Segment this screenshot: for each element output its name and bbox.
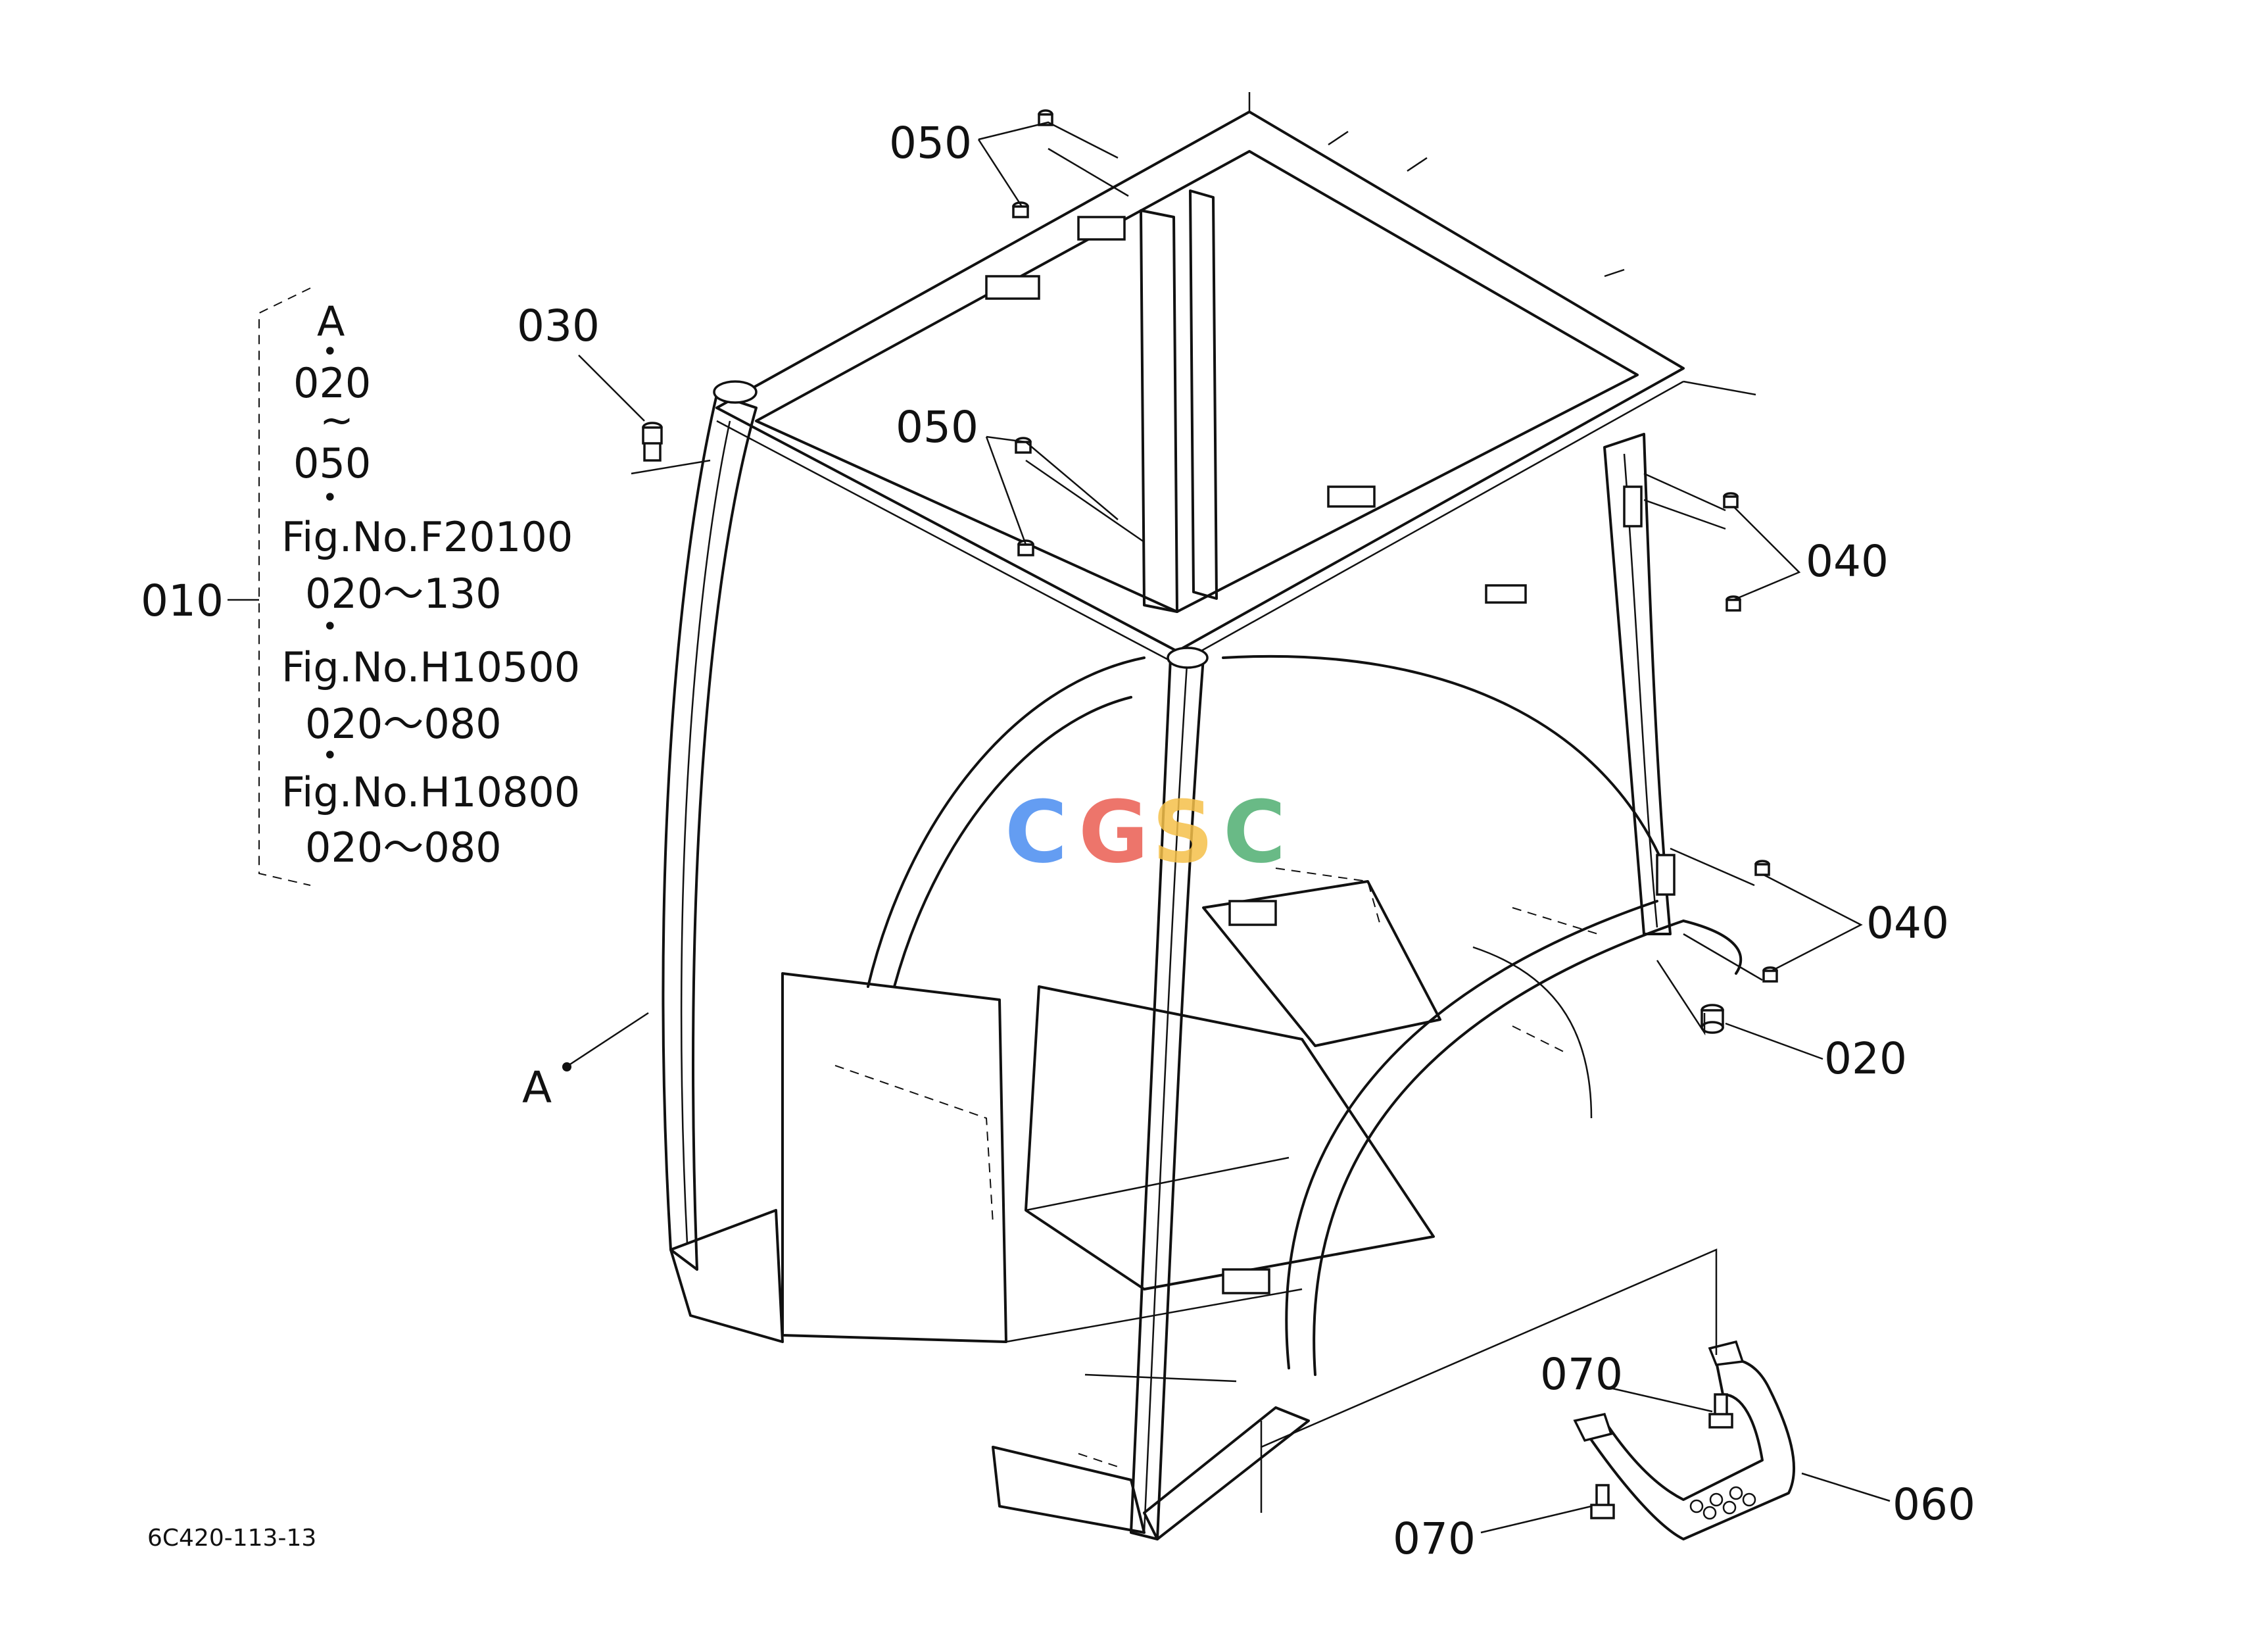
- legend-text-block: 010 A • 020 ~ 050 • Fig.No.F20100 020～13…: [141, 297, 580, 872]
- bushing-040-lower-b: [1762, 966, 1778, 983]
- legend-line-050: 050: [293, 439, 371, 487]
- small-parts: [642, 109, 1778, 1519]
- legend-line-a: A: [317, 297, 345, 345]
- legend-bullet-1: •: [322, 337, 338, 367]
- roof-frame: [715, 92, 1756, 666]
- fender-arches: [867, 654, 1743, 1376]
- bushing-050-top-a: [1038, 109, 1053, 126]
- callout-050-top: 050: [889, 118, 972, 168]
- legend-bracket: [228, 287, 311, 886]
- callout-020: 020: [1824, 1033, 1907, 1084]
- leader-040-upper-c: [1643, 472, 1726, 512]
- bushing-050-top-b: [1012, 201, 1029, 218]
- legend-bullet-4: •: [322, 741, 338, 771]
- watermark: C G S C: [1005, 782, 1286, 882]
- leader-030: [578, 355, 645, 422]
- watermark-letter-3: S: [1152, 782, 1214, 882]
- leader-060: [1801, 1472, 1891, 1502]
- leader-020: [1725, 1022, 1823, 1060]
- callout-030: 030: [517, 301, 600, 351]
- leader-040-upper: [1733, 506, 1801, 601]
- legend-range-f20100: 020～130: [305, 570, 502, 618]
- callout-070-lower: 070: [1393, 1513, 1476, 1564]
- watermark-letter-2: G: [1078, 782, 1149, 882]
- legend-fig-h10500: Fig.No.H10500: [281, 643, 580, 691]
- cabin-frame-drawing: [631, 92, 1796, 1540]
- leader-050-mid-c: [1025, 459, 1145, 543]
- hidden-lines: [834, 868, 1599, 1467]
- leader-050-top: [978, 121, 1119, 159]
- leader-070-lower: [1480, 1505, 1592, 1534]
- callout-point-a: A: [522, 1062, 552, 1113]
- leader-lines: [562, 121, 1891, 1534]
- watermark-letter-1: C: [1005, 782, 1067, 882]
- part-040-bushings: [1623, 485, 1676, 896]
- bushing-040-lower-a: [1754, 860, 1770, 876]
- bushing-040-upper-a: [1723, 492, 1739, 508]
- legend-range-h10500: 020～080: [305, 700, 502, 748]
- leader-050-mid: [986, 435, 1119, 520]
- bushing-020: [1701, 1004, 1724, 1034]
- leader-frame-step: [1260, 1248, 1718, 1513]
- leader-a: [567, 1012, 649, 1067]
- callout-040-upper: 040: [1806, 536, 1889, 587]
- leader-040-lower: [1763, 873, 1863, 972]
- rear-roof-pillar: [1140, 189, 1218, 613]
- leader-020-b: [1656, 960, 1706, 1036]
- left-front-pillar: [662, 380, 758, 1271]
- leader-070-upper: [1609, 1387, 1713, 1413]
- bolt-070-lower: [1590, 1484, 1615, 1519]
- bolt-070-upper: [1708, 1393, 1733, 1429]
- callout-050-mid: 050: [896, 402, 978, 453]
- callout-070-upper: 070: [1540, 1349, 1623, 1400]
- legend-line-020: 020: [293, 359, 371, 407]
- callout-labels: 050 030 050 040 040 020 070 070 060 A: [517, 118, 1975, 1564]
- leader-040-upper-d: [1643, 499, 1726, 530]
- leader-050-mid-b: [985, 436, 1027, 545]
- watermark-letter-4: C: [1223, 782, 1286, 882]
- callout-040-lower: 040: [1866, 898, 1949, 948]
- legend-tilde: ~: [320, 396, 354, 444]
- legend-bullet-2: •: [322, 483, 338, 513]
- drawing-code: 6C420-113-13: [147, 1525, 316, 1552]
- leader-050-top-b: [977, 139, 1023, 207]
- leader-040-lower-d: [1683, 933, 1763, 981]
- point-a-dot: [562, 1062, 571, 1071]
- leader-050-top-c: [1048, 147, 1129, 197]
- legend-fig-f20100: Fig.No.F20100: [281, 513, 573, 561]
- callout-060: 060: [1893, 1479, 1975, 1530]
- part-060-step: [1573, 1340, 1796, 1540]
- bushing-030: [642, 422, 663, 445]
- floor-base: [669, 880, 1441, 1540]
- legend-range-h10800: 020～080: [305, 823, 502, 872]
- legend-fig-h10800: Fig.No.H10800: [281, 768, 580, 816]
- legend-ref-010: 010: [141, 576, 224, 626]
- leader-040-lower-c: [1670, 847, 1755, 887]
- legend-bullet-3: •: [322, 612, 338, 642]
